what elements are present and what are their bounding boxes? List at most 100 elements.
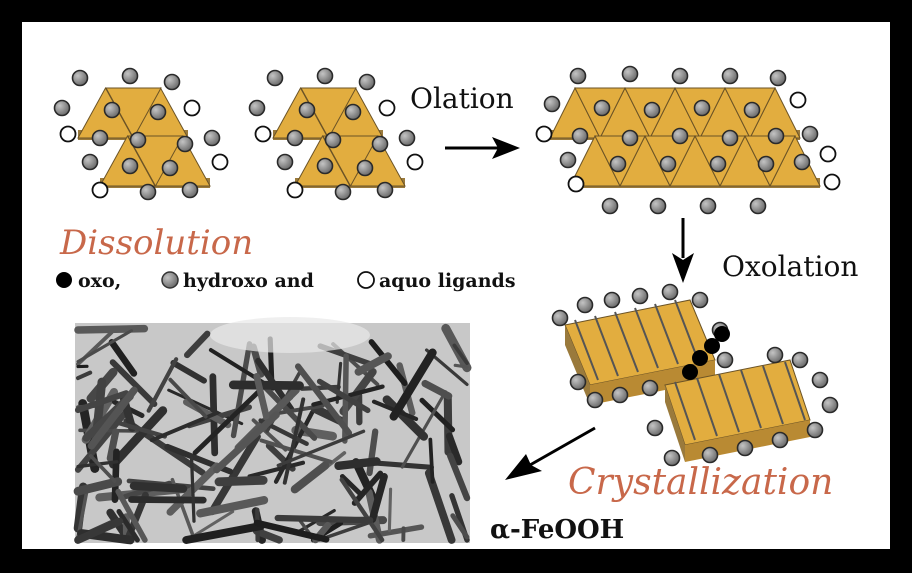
hydroxo-ligand — [749, 197, 767, 215]
aquo-ligand — [535, 125, 553, 143]
hydroxo-ligand — [767, 127, 785, 145]
goethite-rod — [192, 386, 264, 456]
hydroxo-ligand — [806, 421, 824, 439]
goethite-rod — [453, 363, 469, 369]
dissolved-cluster-1 — [53, 67, 229, 201]
aquo-legend-swatch — [357, 271, 375, 289]
hydroxo-ligand — [163, 73, 181, 91]
hydroxo-ligand — [661, 283, 679, 301]
goethite-rod — [316, 378, 371, 414]
hydroxo-ligand — [276, 153, 294, 171]
block-bond — [784, 361, 806, 421]
hydroxo-ligand — [721, 129, 739, 147]
hydroxo-ligand — [821, 396, 839, 414]
goethite-rod — [228, 380, 304, 390]
hydroxo-ligand — [609, 155, 627, 173]
goethite-rod — [108, 339, 138, 377]
hydroxo-ligand — [248, 99, 266, 117]
hydroxo-ligand — [701, 446, 719, 464]
hydroxo-ligand — [376, 181, 394, 199]
goethite-rod — [445, 432, 463, 466]
hydroxo-ligand — [576, 296, 594, 314]
goethite-rod — [74, 390, 130, 414]
oxo-legend-label: oxo, — [78, 270, 121, 292]
goethite-rod — [253, 372, 270, 420]
dissolved-cluster-2 — [248, 67, 424, 201]
goethite-rod — [182, 522, 265, 544]
hydroxo-ligand — [801, 125, 819, 143]
goethite-rod — [87, 386, 138, 450]
goethite-rod — [168, 377, 208, 419]
goethite-rod — [274, 514, 374, 524]
goethite-rod — [247, 460, 306, 479]
olation-arrow — [445, 137, 520, 159]
hydroxo-ligand — [659, 155, 677, 173]
hydroxo-ligand — [603, 291, 621, 309]
hydroxo-ligand — [356, 159, 374, 177]
goethite-rod — [290, 461, 330, 494]
aquo-ligand — [378, 99, 396, 117]
block-bond — [696, 377, 718, 437]
goethite-rod — [113, 419, 167, 439]
goethite-rod — [76, 329, 134, 364]
goethite-rod — [389, 348, 437, 421]
hydroxo-ligand — [569, 373, 587, 391]
goethite-rod — [116, 508, 140, 543]
aquo-ligand — [823, 173, 841, 191]
goethite-rod — [129, 481, 188, 493]
goethite-rod — [252, 527, 283, 544]
hydroxo-ligand — [693, 99, 711, 117]
aquo-legend-label: aquo ligands — [379, 270, 516, 292]
hydroxo-ligand — [316, 157, 334, 175]
hydroxo-ligand — [743, 101, 761, 119]
oxo-legend-swatch — [56, 272, 72, 288]
hydroxo-ligand — [736, 439, 754, 457]
hydroxo-ligand — [671, 127, 689, 145]
oxolation-label: Oxolation — [722, 250, 858, 283]
hydroxo-ligand — [53, 99, 71, 117]
hydroxo-ligand — [91, 129, 109, 147]
hydroxo-ligand — [611, 386, 629, 404]
hydroxo-ligand — [559, 151, 577, 169]
hydroxo-ligand — [621, 129, 639, 147]
block-bond — [718, 373, 740, 433]
aquo-ligand — [286, 181, 304, 199]
hydroxo-ligand — [646, 419, 664, 437]
hydroxo-ligand — [643, 101, 661, 119]
hydroxo-ligand — [286, 129, 304, 147]
olation-label: Olation — [410, 82, 514, 115]
goethite-rod — [208, 432, 261, 516]
goethite-rod — [354, 352, 392, 376]
goethite-rod — [115, 488, 148, 543]
ligand-legend: oxo, hydroxo and aquo ligands — [56, 270, 516, 292]
block-bond — [762, 365, 784, 425]
goethite-rod — [428, 437, 435, 484]
goethite-rod — [128, 496, 207, 504]
goethite-rod — [400, 390, 448, 469]
goethite-rod — [276, 429, 366, 468]
aquo-ligand — [183, 99, 201, 117]
octahedron-face — [105, 87, 162, 140]
aquo-ligand — [59, 125, 77, 143]
hydroxo-ligand — [161, 159, 179, 177]
goethite-rod — [214, 475, 268, 487]
hydroxo-ligand — [298, 101, 316, 119]
block-bond — [634, 307, 659, 369]
hydroxo-ligand — [358, 73, 376, 91]
hydroxo-ligand — [793, 153, 811, 171]
hydroxo-ligand — [699, 197, 717, 215]
goethite-rod — [146, 357, 179, 413]
aquo-ligand — [406, 153, 424, 171]
hydroxo-ligand — [139, 183, 157, 201]
block-bond — [614, 311, 639, 373]
hydroxo-ligand — [103, 101, 121, 119]
block2-side — [665, 385, 685, 462]
goethite-rod — [452, 343, 469, 365]
octahedron-face — [300, 87, 357, 140]
goethite-rod — [106, 428, 120, 462]
hydroxo-ligand — [129, 131, 147, 149]
hydroxo-ligand — [121, 157, 139, 175]
hydroxo-ligand — [716, 351, 734, 369]
goethite-rod — [294, 363, 353, 437]
